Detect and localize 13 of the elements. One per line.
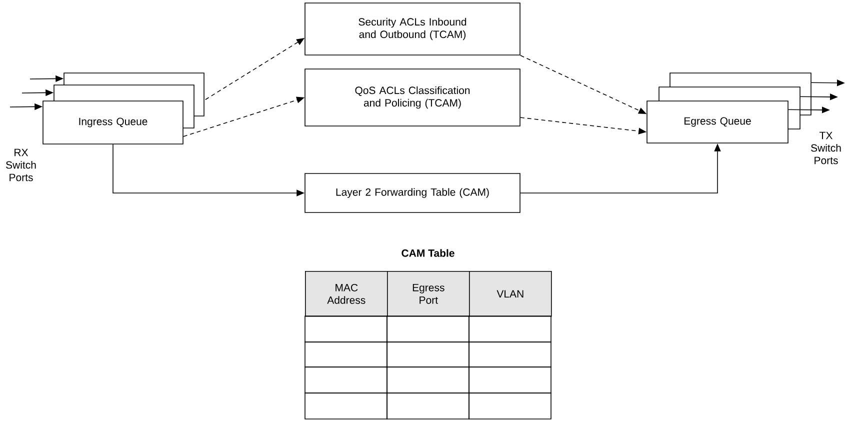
table-title: CAM Table [402,249,454,257]
node-label: Egress Queue [684,117,751,127]
stacked-queue-box: Ingress Queue [42,72,204,144]
stacked-queue-box: Egress Queue [646,72,812,144]
node-label: Ingress Queue [79,118,148,128]
header-cell: Egress Port [387,271,470,317]
process-box: Security ACLs Inbound and Outbound (TCAM) [304,2,520,56]
process-box: Layer 2 Forwarding Table (CAM) [304,173,520,213]
port-label: RX Switch Ports [6,148,36,182]
process-box: QoS ACLs Classification and Policing (TCAM) [304,68,520,126]
header-cell: VLAN [469,271,552,317]
header-cell: MAC Address [305,271,388,317]
port-label: TX Switch Ports [811,132,841,164]
